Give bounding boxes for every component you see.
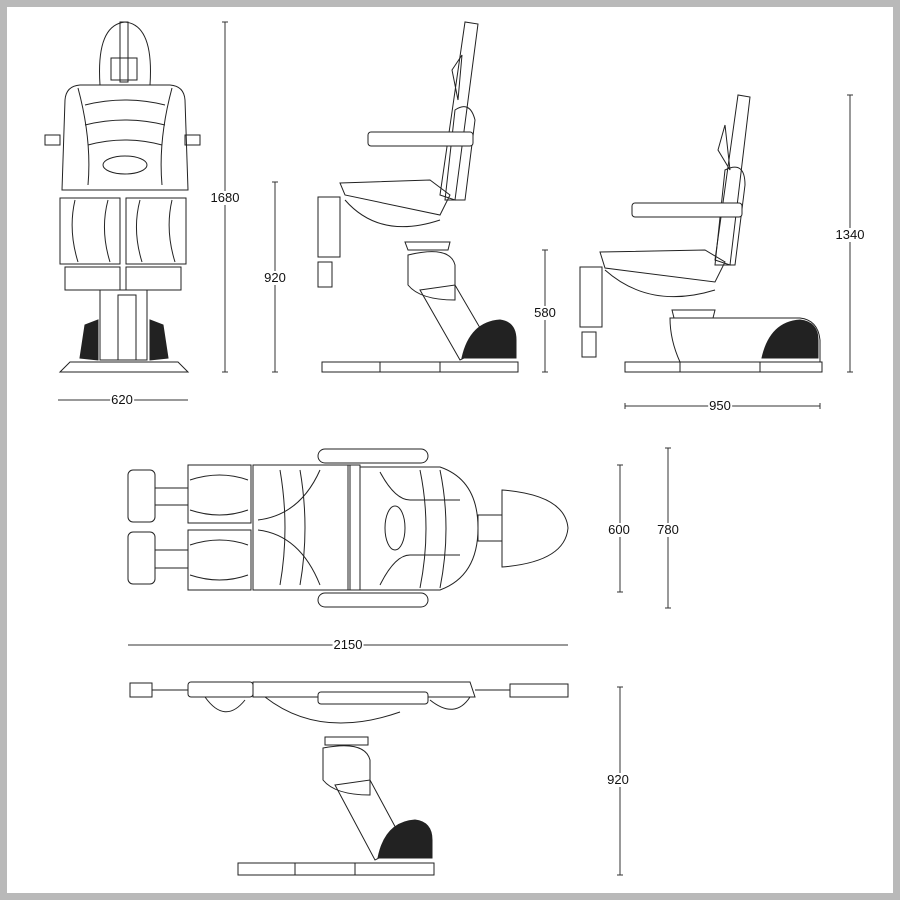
side-seat [339, 179, 451, 216]
top-footrest-upper [127, 469, 156, 523]
side-base [321, 361, 519, 373]
front-leg-right [125, 197, 187, 265]
front-leg-left [59, 197, 121, 265]
front-headrest [99, 21, 151, 86]
top-seat [252, 464, 351, 591]
flat-headrest [509, 683, 569, 698]
side-base-cover [461, 319, 517, 359]
top-backrest [359, 466, 479, 591]
flat-armrest [317, 691, 429, 705]
side2-base [624, 361, 823, 373]
dimension-top-width-inner: 600 [607, 522, 631, 537]
top-leg-lower [187, 529, 252, 591]
front-view [44, 21, 201, 373]
top-leg-upper [187, 464, 252, 524]
top-footrest-lower [127, 531, 156, 585]
dimension-front-height: 1680 [209, 190, 241, 205]
dimension-side-depth: 950 [708, 398, 732, 413]
flat-footrest [129, 682, 153, 698]
side-backrest [439, 21, 479, 201]
flat-base [237, 862, 435, 876]
side-view-upright [317, 21, 519, 373]
front-armrest-right [184, 134, 201, 146]
side-armrest [367, 131, 474, 147]
side2-backrest [714, 94, 751, 266]
side2-base-cover [761, 319, 819, 359]
front-base-pedals [79, 319, 169, 361]
top-armrest-upper [317, 448, 429, 464]
side2-leg-rest [579, 266, 603, 328]
dimension-front-width: 620 [110, 392, 134, 407]
dimension-front-seat-height: 920 [263, 270, 287, 285]
dimension-flat-height: 920 [606, 772, 630, 787]
flat-leg-section [187, 681, 254, 698]
dimension-flat-length: 2150 [332, 637, 364, 652]
flat-base-cover [377, 819, 433, 859]
top-headrest [501, 489, 569, 568]
flat-side-view [129, 681, 569, 876]
side2-armrest [631, 202, 743, 218]
front-base [58, 361, 190, 373]
dimension-side-height: 1340 [834, 227, 866, 242]
flat-bed [252, 681, 476, 698]
top-view [127, 448, 569, 608]
side2-column [669, 317, 821, 363]
front-column [99, 289, 148, 361]
front-armrest-left [44, 134, 61, 146]
dimension-top-width-outer: 780 [656, 522, 680, 537]
front-backrest [61, 84, 189, 191]
top-armrest-lower [317, 592, 429, 608]
dimension-side-seat-height: 580 [533, 305, 557, 320]
side2-seat [599, 249, 726, 283]
side-view-low [579, 94, 823, 373]
side-leg-rest [317, 196, 341, 258]
